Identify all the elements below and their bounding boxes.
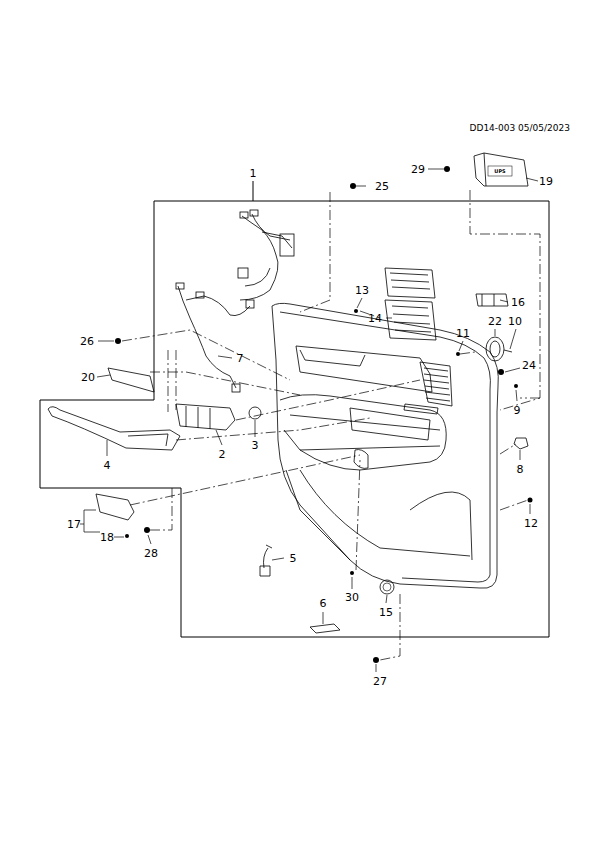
speaker-ring xyxy=(486,337,512,361)
callout-number: 27 xyxy=(373,676,387,687)
switch-pack xyxy=(385,268,436,340)
door-trim-panel xyxy=(272,303,498,588)
callout-number: 19 xyxy=(539,176,553,187)
fastener xyxy=(115,166,533,663)
callout-number: 9 xyxy=(514,405,521,416)
callout-number: 6 xyxy=(320,598,327,609)
callout-number: 26 xyxy=(80,336,94,347)
callout-number: 1 xyxy=(250,168,257,179)
trim-strip xyxy=(48,407,180,450)
callout-number: 2 xyxy=(219,449,226,460)
part-marking: UPS xyxy=(494,169,505,174)
callout-number: 25 xyxy=(375,181,389,192)
callout-number: 11 xyxy=(456,328,470,339)
callout-number: 29 xyxy=(411,164,425,175)
callout-number: 3 xyxy=(252,440,259,451)
callout-number: 4 xyxy=(104,460,111,471)
switch-housing xyxy=(176,404,235,430)
assembly-frame xyxy=(40,201,549,637)
callout-number: 10 xyxy=(508,316,522,327)
clip-part xyxy=(514,438,528,449)
callout-number: 22 xyxy=(488,316,502,327)
callout-number: 8 xyxy=(517,464,524,475)
bracket-part xyxy=(474,153,528,186)
assembly-line xyxy=(122,190,540,660)
callout-number: 20 xyxy=(81,372,95,383)
callout-number: 16 xyxy=(511,297,525,308)
wire-harness xyxy=(176,283,254,392)
callout-number: 30 xyxy=(345,592,359,603)
callout-number: 14 xyxy=(368,313,382,324)
leader-line xyxy=(80,169,538,672)
callout-number: 18 xyxy=(100,532,114,543)
callout-number: 5 xyxy=(290,553,297,564)
callout-number: 15 xyxy=(379,607,393,618)
callout-number: 17 xyxy=(67,519,81,530)
speaker-part xyxy=(380,580,394,594)
leader-line xyxy=(253,181,254,201)
callout-number: 24 xyxy=(522,360,536,371)
wiring-harness xyxy=(238,210,294,300)
callout-number: 28 xyxy=(144,548,158,559)
pad-part xyxy=(310,624,340,633)
drawing-code: DD14-003 05/05/2023 xyxy=(470,124,570,133)
speaker-part xyxy=(383,583,391,591)
wire-connector xyxy=(260,545,272,576)
handle-trim xyxy=(96,494,134,520)
label-plate xyxy=(488,166,512,176)
callout-number: 12 xyxy=(524,518,538,529)
switch-part xyxy=(476,294,508,306)
callout-number: 13 xyxy=(355,285,369,296)
clip-part xyxy=(249,407,261,419)
callout-number: 7 xyxy=(237,353,244,364)
trim-insert xyxy=(108,368,154,392)
